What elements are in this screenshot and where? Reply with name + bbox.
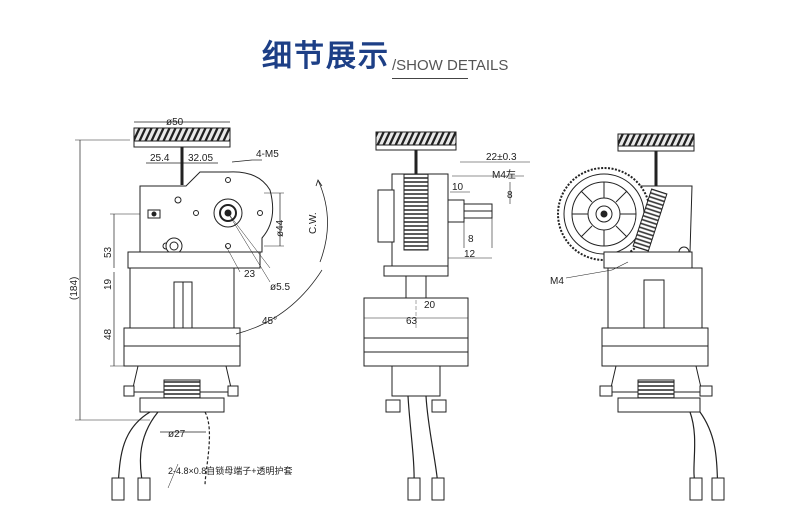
dim-side-10: 10 (452, 182, 464, 193)
section-header: 细节展示 /SHOW DETAILS (0, 0, 790, 90)
dim-side-m4: M4左 (492, 168, 516, 181)
rear-fan-blades (617, 133, 695, 147)
rotation-direction: C.W. (308, 212, 319, 234)
rear-view-labels: M4 (550, 276, 564, 287)
side-fan-blades (375, 131, 457, 146)
front-view-labels: ø50 25.4 32.05 4-M5 ø44 C.W. (184) 53 19… (69, 117, 319, 476)
dim-hole-23: 23 (244, 269, 256, 280)
dim-angle: 45° (262, 316, 277, 327)
dim-side-12: 12 (464, 249, 476, 260)
subtitle-underline (392, 78, 468, 79)
dim-rear-m4: M4 (550, 276, 564, 287)
dim-side-20: 20 (424, 300, 436, 311)
dim-width-left: 25.4 (150, 153, 170, 164)
dim-height-53: 53 (103, 246, 114, 258)
side-view (363, 131, 530, 501)
side-view-labels: 22±0.3 M4左 10 8 8 12 20 63 (406, 152, 517, 327)
dim-width-right: 32.05 (188, 153, 213, 164)
fan-blades (133, 127, 231, 142)
dim-hole-55: ø5.5 (270, 282, 290, 293)
dim-total-height: (184) (69, 277, 80, 300)
dim-bolt-circle: ø44 (275, 219, 286, 237)
section-subtitle: /SHOW DETAILS (392, 57, 509, 74)
dim-side-8a: 8 (507, 190, 513, 201)
dim-fan-diameter: ø50 (166, 117, 184, 128)
terminal-note: 2-4.8×0.8自锁母端子+透明护套 (168, 465, 293, 476)
dim-height-48: 48 (103, 328, 114, 340)
dim-side-8b: 8 (468, 234, 474, 245)
rear-view (557, 133, 725, 501)
dim-height-19: 19 (103, 278, 114, 290)
dim-base-diameter: ø27 (168, 429, 186, 440)
front-view (75, 121, 328, 501)
dim-side-22: 22±0.3 (486, 152, 517, 163)
dim-screw-spec: 4-M5 (256, 149, 279, 160)
dim-side-63: 63 (406, 316, 418, 327)
section-title: 细节展示 (262, 39, 390, 74)
